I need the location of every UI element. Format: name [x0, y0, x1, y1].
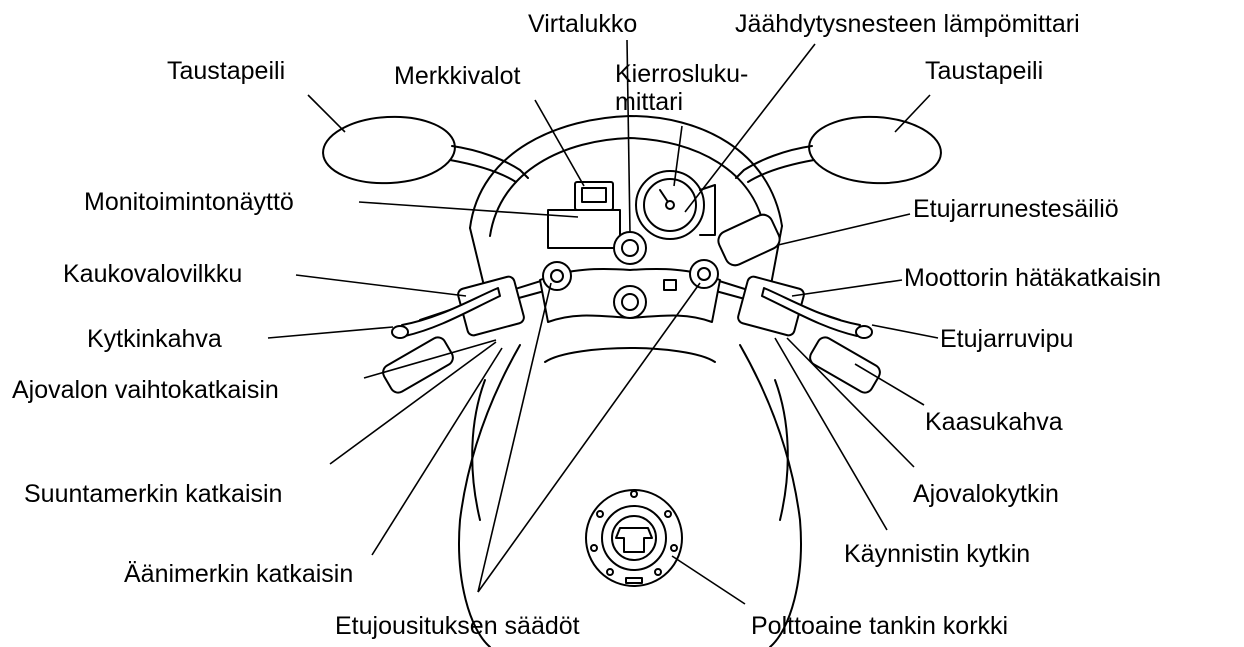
- label-headlight-switch: Ajovalokytkin: [913, 480, 1059, 508]
- label-fuel-cap: Polttoaine tankin korkki: [751, 612, 1008, 640]
- windscreen: [470, 116, 782, 228]
- fuel-cap: [586, 490, 682, 586]
- label-virtalukko: Virtalukko: [528, 10, 637, 38]
- tachometer: [636, 171, 715, 239]
- label-horn-button: Äänimerkin katkaisin: [124, 560, 353, 588]
- ignition-switch: [614, 232, 646, 264]
- label-engine-stop-switch: Moottorin hätäkatkaisin: [904, 264, 1161, 292]
- label-tachometer: Kierrosluku- mittari: [615, 60, 748, 116]
- left-handlebar: [380, 275, 560, 395]
- label-right-mirror: Taustapeili: [925, 57, 1043, 85]
- label-brake-fluid-reservoir: Etujarrunestesäiliö: [913, 195, 1119, 223]
- label-front-brake-lever: Etujarruvipu: [940, 325, 1073, 353]
- label-passing-light: Kaukovalovilkku: [63, 260, 242, 288]
- label-indicator-lights: Merkkivalot: [394, 62, 520, 90]
- triple-clamp: [540, 260, 720, 322]
- left-mirror: [321, 114, 528, 187]
- label-multifunction-display: Monitoimintonäyttö: [84, 188, 294, 216]
- label-coolant-temp-gauge: Jäähdytysnesteen lämpömittari: [735, 10, 1080, 38]
- label-turn-signal-switch: Suuntamerkin katkaisin: [24, 480, 282, 508]
- label-clutch-lever: Kytkinkahva: [87, 325, 222, 353]
- label-throttle-grip: Kaasukahva: [925, 408, 1063, 436]
- right-handlebar: [700, 211, 883, 395]
- right-mirror: [736, 114, 943, 187]
- windscreen-inner: [490, 138, 765, 236]
- label-dimmer-switch: Ajovalon vaihtokatkaisin: [12, 376, 279, 404]
- label-left-mirror: Taustapeili: [167, 57, 285, 85]
- label-front-suspension-adjusters: Etujousituksen säädöt: [335, 612, 580, 640]
- label-starter-button: Käynnistin kytkin: [844, 540, 1030, 568]
